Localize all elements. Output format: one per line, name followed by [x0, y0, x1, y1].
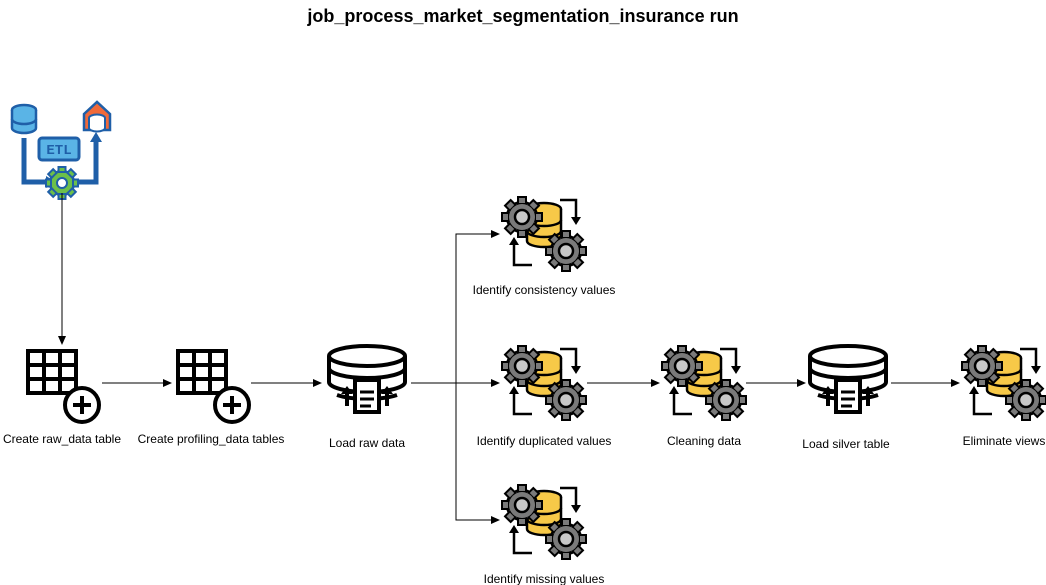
create-raw-data-table-label: Create raw_data table: [3, 432, 121, 446]
database-load-icon: [808, 344, 888, 414]
database-gears-icon: [502, 346, 586, 420]
load-silver-table-label: Load silver table: [802, 437, 890, 451]
identify-consistency-values-node: Identify consistency values: [473, 197, 616, 297]
connector-cleaning-to-silver: [746, 379, 806, 387]
create-profiling-data-tables-node: Create profiling_data tables: [138, 349, 285, 446]
page-title: job_process_market_segmentation_insuranc…: [307, 6, 739, 26]
database-gears-icon: [962, 346, 1046, 420]
connector-raw-to-profiling: [102, 379, 172, 387]
create-raw-data-table-node: Create raw_data table: [3, 349, 121, 446]
eliminate-views-node: Eliminate views: [962, 346, 1046, 448]
etl-text: ETL: [46, 143, 71, 159]
database-load-icon: [327, 344, 407, 414]
load-raw-data-node: Load raw data: [327, 344, 407, 450]
connector-profiling-to-load: [251, 379, 322, 387]
cleaning-data-node: Cleaning data: [662, 346, 746, 448]
identify-missing-values-label: Identify missing values: [484, 572, 605, 585]
create-profiling-data-tables-label: Create profiling_data tables: [138, 432, 285, 446]
table-add-icon: [26, 349, 101, 424]
connector-duplicated-to-cleaning: [587, 379, 660, 387]
etl-pipeline-icon: ETL: [10, 100, 112, 200]
table-add-icon: [176, 349, 251, 424]
identify-duplicated-values-label: Identify duplicated values: [477, 434, 612, 448]
load-raw-data-label: Load raw data: [329, 436, 405, 450]
cleaning-data-label: Cleaning data: [667, 434, 741, 448]
connector-load-to-checks: [411, 230, 500, 524]
database-gears-icon: [502, 485, 586, 559]
identify-consistency-values-label: Identify consistency values: [473, 283, 616, 297]
database-gears-icon: [662, 346, 746, 420]
identify-missing-values-node: Identify missing values: [484, 485, 605, 585]
connector-etl-to-raw: [58, 193, 66, 345]
eliminate-views-label: Eliminate views: [963, 434, 1046, 448]
database-gears-icon: [502, 197, 586, 271]
load-silver-table-node: Load silver table: [802, 344, 890, 451]
connector-silver-to-eliminate: [891, 379, 960, 387]
identify-duplicated-values-node: Identify duplicated values: [477, 346, 612, 448]
